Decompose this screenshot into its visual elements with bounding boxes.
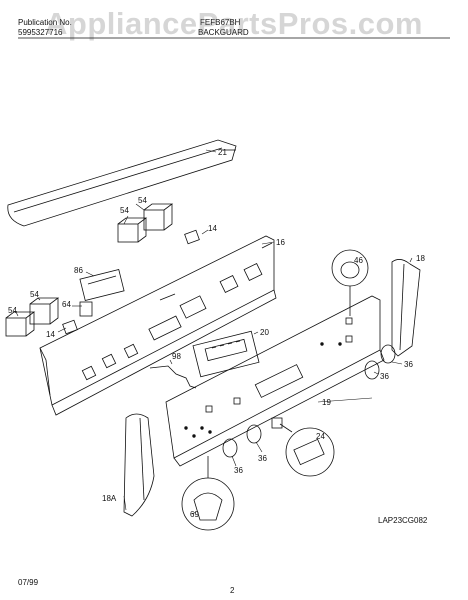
callout-19: 19: [322, 398, 331, 407]
callout-64: 64: [62, 300, 71, 309]
indicator-lamp-64: [79, 301, 93, 317]
callout-36c: 36: [234, 466, 243, 475]
connector-14a: [184, 229, 200, 245]
detail-circle-46: [331, 249, 369, 325]
leader-lines: [15, 149, 413, 515]
knobs-36: [222, 344, 396, 458]
backguard-frame-16: [39, 235, 277, 416]
callout-54d: 54: [8, 306, 17, 315]
model-number: FEFB67BH: [200, 18, 241, 27]
callout-54c: 54: [30, 290, 39, 299]
publication-number: 5995327716: [18, 28, 63, 37]
watermark: AppliancePartsPros.com: [45, 6, 423, 41]
callout-20: 20: [260, 328, 269, 337]
detail-circle-69: [181, 456, 235, 531]
detail-circle-24: [279, 423, 335, 477]
callout-98: 98: [172, 352, 181, 361]
callout-36a: 36: [404, 360, 413, 369]
board-86: [79, 269, 125, 301]
section-title: BACKGUARD: [198, 28, 249, 37]
callout-36b: 36: [380, 372, 389, 381]
callout-54a: 54: [138, 196, 147, 205]
side-trim-18: [391, 259, 421, 357]
page-number: 2: [230, 586, 235, 595]
callout-46: 46: [354, 256, 363, 265]
callout-36d: 36: [258, 454, 267, 463]
clock-timer-20: [192, 330, 260, 378]
diagram-code: LAP23CG082: [378, 516, 428, 525]
callout-14b: 14: [46, 330, 55, 339]
publication-label: Publication No.: [18, 18, 72, 27]
callout-14a: 14: [208, 224, 217, 233]
callout-24: 24: [316, 432, 325, 441]
wire-harness-98: [149, 365, 197, 389]
callout-54b: 54: [120, 206, 129, 215]
callout-21: 21: [218, 148, 227, 157]
control-panel-19: [165, 295, 385, 467]
trim-strip-21: [7, 139, 237, 227]
callout-18: 18: [416, 254, 425, 263]
switches-54: [5, 203, 174, 337]
callout-86: 86: [74, 266, 83, 275]
footer-date: 07/99: [18, 578, 39, 587]
callout-69: 69: [190, 510, 199, 519]
connector-14b: [62, 319, 78, 335]
callout-16: 16: [276, 238, 285, 247]
side-trim-18a: [123, 413, 155, 517]
callout-18a: 18A: [102, 494, 117, 503]
